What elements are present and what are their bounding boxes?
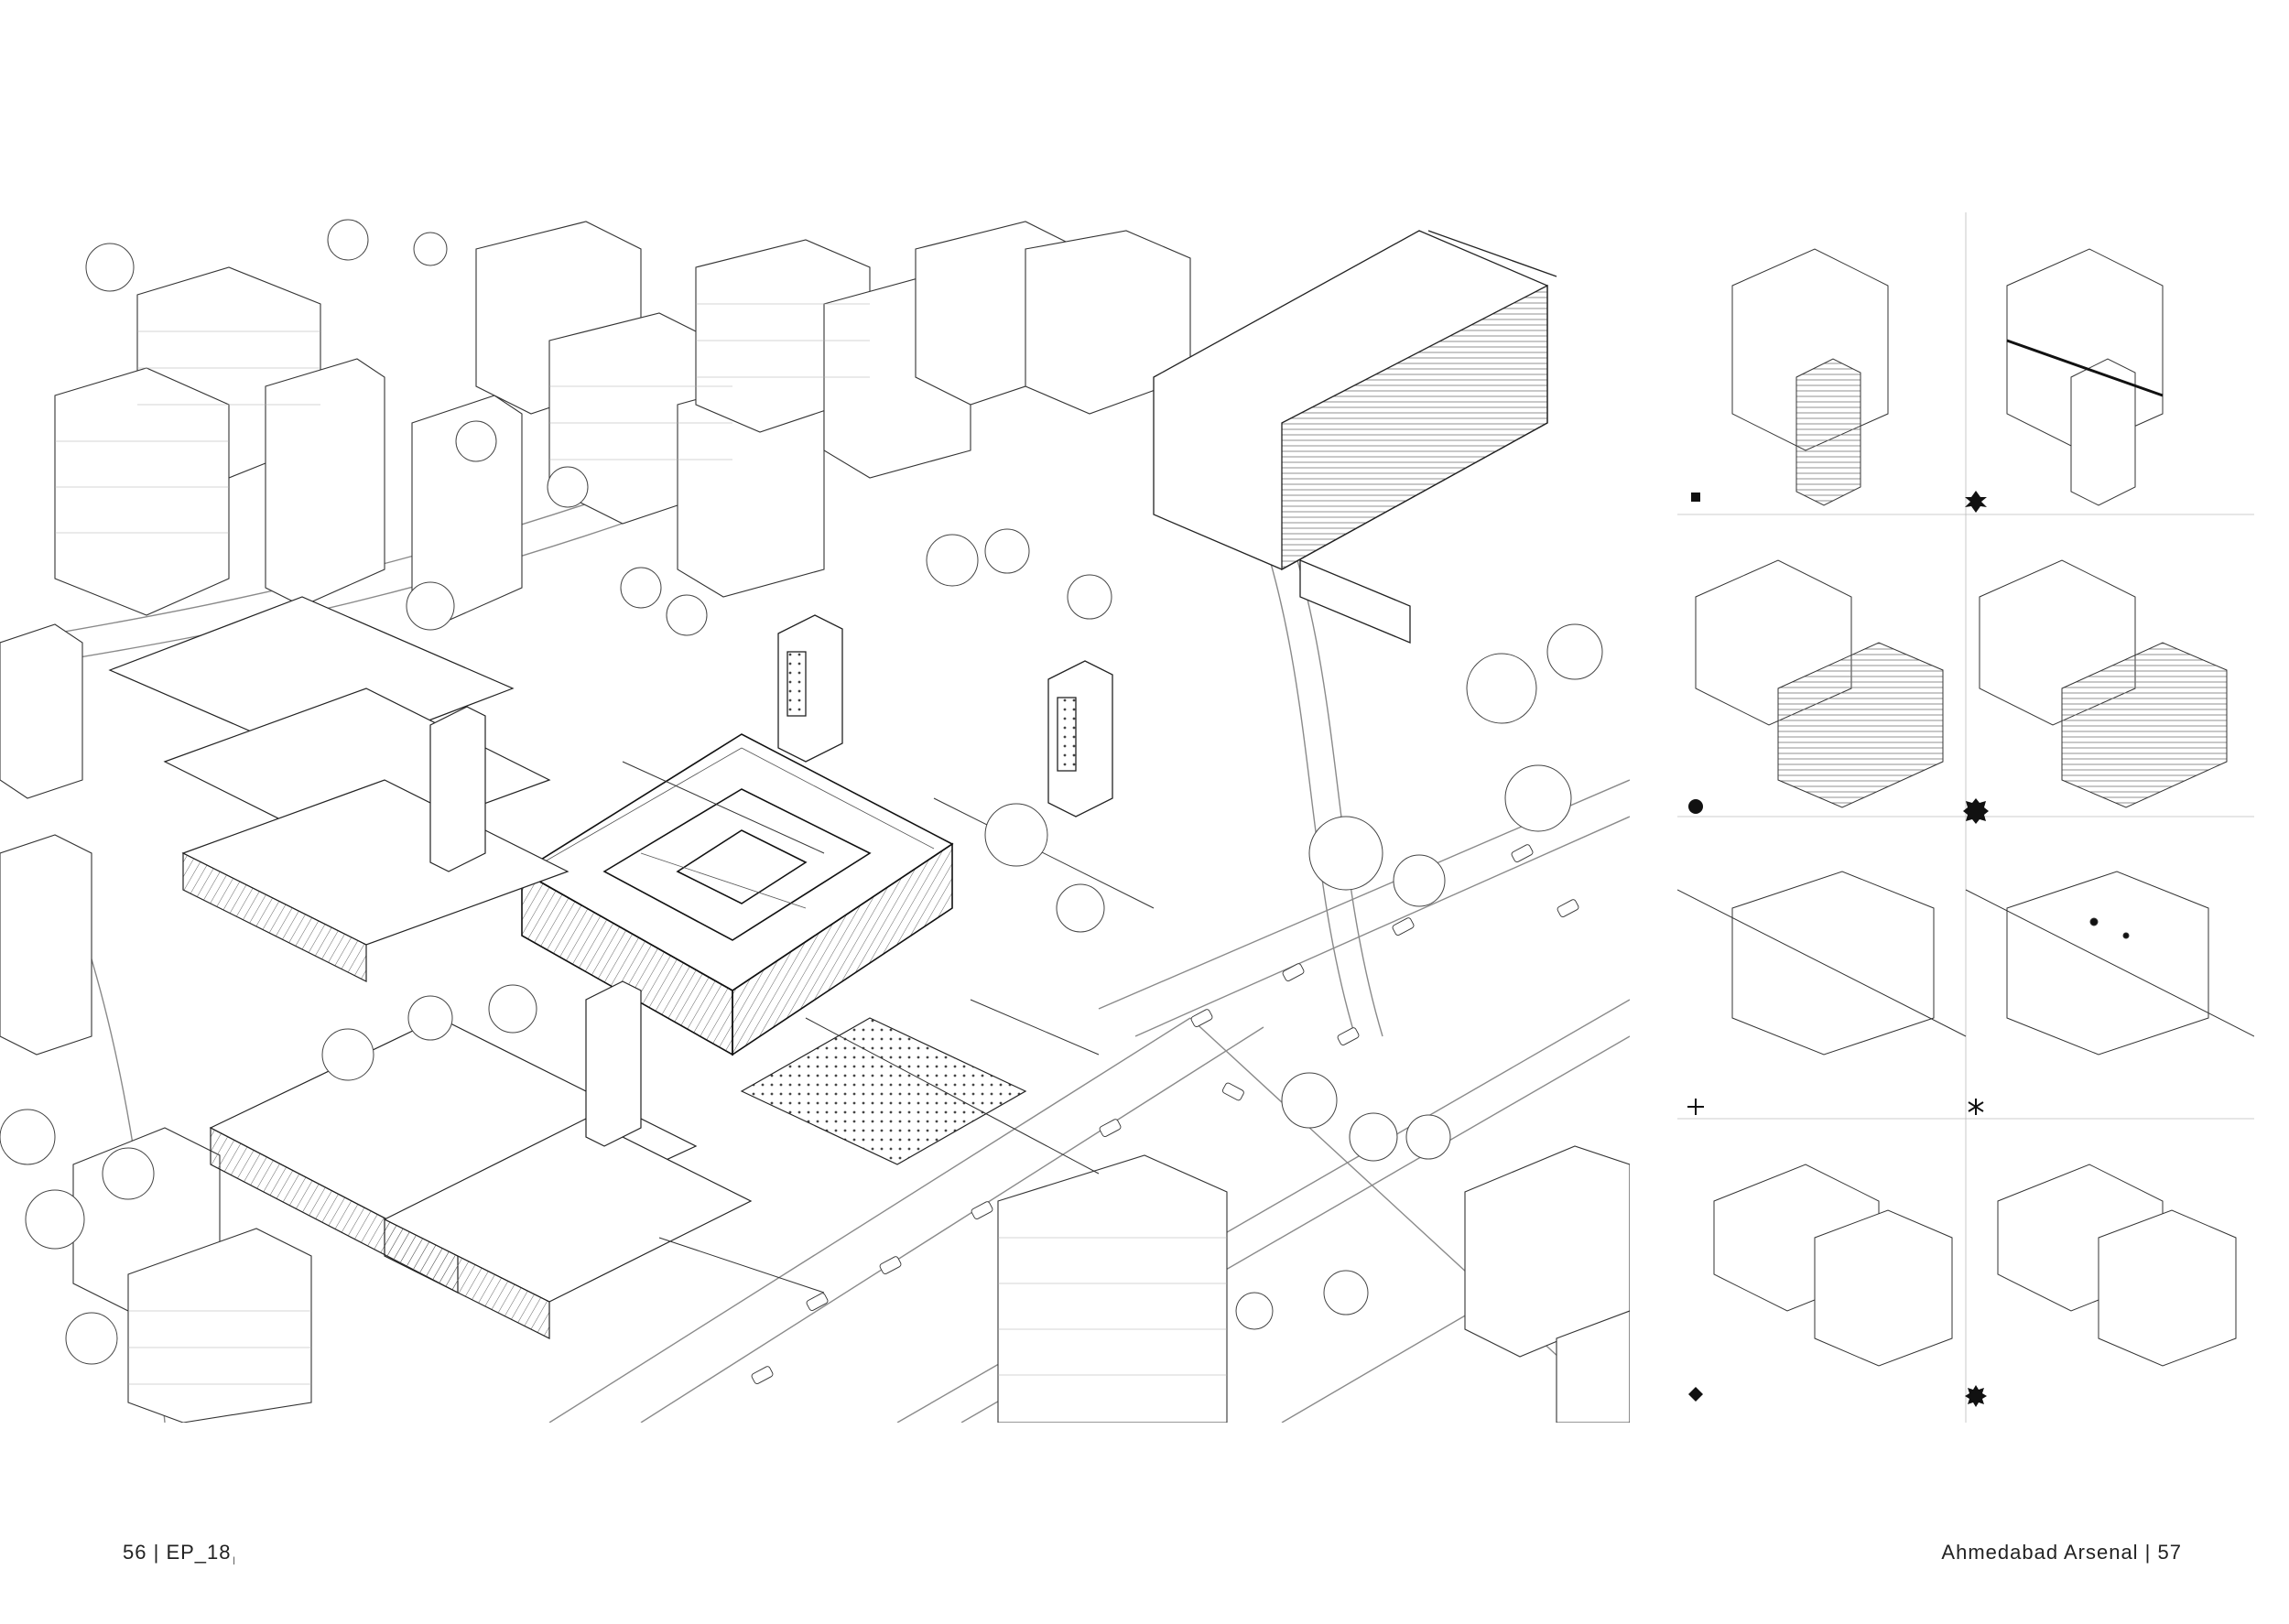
vignette-row-1 <box>1731 248 2164 506</box>
square-marker-icon <box>1691 493 1700 502</box>
vignette-svg <box>1677 212 2254 1423</box>
left-folio-separator: | <box>146 1541 167 1564</box>
plus-marker-icon <box>1687 1099 1704 1115</box>
vignette-row-4 <box>1713 1164 2237 1367</box>
left-page-folio: 56 | EP_18| <box>123 1541 236 1564</box>
lookout-towers <box>777 614 1113 817</box>
publication-code: EP_18 <box>166 1541 232 1564</box>
octagram-marker-icon <box>1963 798 1989 824</box>
ramped-wings <box>108 596 1027 1339</box>
project-title: Ahmedabad Arsenal <box>1941 1541 2139 1564</box>
diamond-marker-icon <box>1688 1387 1703 1402</box>
trees <box>0 219 1603 1365</box>
vignette-markers <box>1687 491 1989 1407</box>
city-blocks <box>0 221 1630 1423</box>
four-point-star-marker-icon <box>1965 491 1987 513</box>
left-page-number: 56 <box>123 1541 147 1564</box>
sunburst-marker-icon <box>1965 1385 1987 1407</box>
vignette-row-2 <box>1695 559 2228 808</box>
central-arsenal-building <box>520 733 954 1056</box>
site-axonometric-drawing <box>0 212 1630 1423</box>
asterisk-marker-icon <box>1968 1099 1984 1115</box>
axonometric-svg <box>0 219 1630 1423</box>
vignette-row-3 <box>1677 871 2254 1056</box>
vignette-panel <box>1677 212 2254 1423</box>
stadium-building <box>1153 230 1557 644</box>
circle-marker-icon <box>1688 799 1703 814</box>
vehicles <box>751 844 1579 1384</box>
folio-mark: | <box>233 1555 236 1564</box>
right-page-folio: Ahmedabad Arsenal | 57 <box>1941 1541 2182 1564</box>
right-page-number: 57 <box>2157 1541 2182 1564</box>
right-folio-separator: | <box>2138 1541 2158 1564</box>
